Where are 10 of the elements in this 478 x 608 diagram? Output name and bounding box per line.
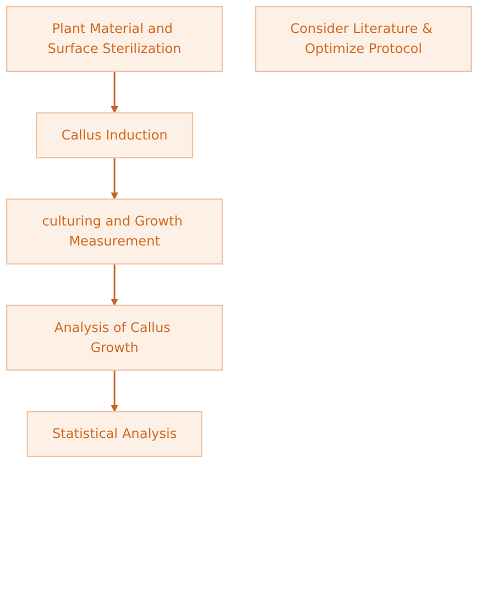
arrow (110, 264, 118, 306)
node-box: Plant Material and Surface Sterilization (6, 6, 224, 72)
node-box: Statistical Analysis (26, 410, 202, 458)
node-box: culturing and Growth Measurement (6, 198, 224, 265)
arrow (110, 158, 118, 200)
node-box: Analysis of Callus Growth (6, 304, 224, 371)
arrow (110, 370, 118, 412)
node-box: Callus Induction (36, 112, 194, 158)
node-box: Consider Literature & Optimize Protocol (254, 6, 472, 72)
arrow (110, 71, 118, 114)
